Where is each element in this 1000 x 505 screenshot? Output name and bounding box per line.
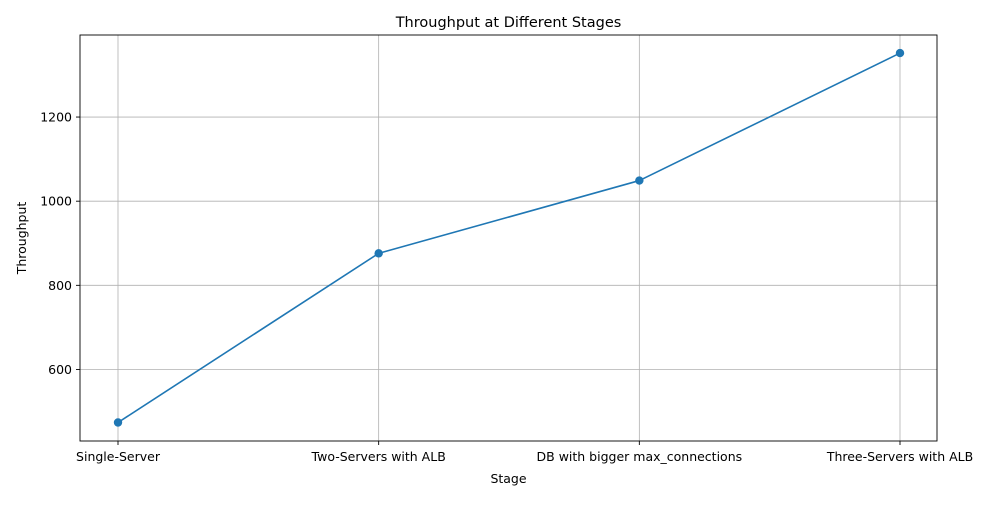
x-tick-label: Three-Servers with ALB	[826, 449, 973, 464]
data-point	[635, 176, 644, 185]
plot-area-frame	[79, 34, 938, 442]
data-point	[113, 418, 123, 427]
grid-lines	[80, 35, 937, 441]
x-axis-label: Stage	[490, 471, 526, 486]
y-tick-label: 1200	[40, 110, 72, 125]
x-tick-label: DB with bigger max_connections	[537, 449, 743, 464]
x-axis-ticks: Single-Server Two-Servers with ALB DB with…	[76, 441, 973, 464]
series-layer	[113, 48, 905, 427]
y-axis-ticks: 600 800 1000 1200	[40, 110, 80, 377]
data-point	[374, 249, 383, 258]
y-tick-label: 1000	[40, 194, 72, 209]
data-point	[895, 48, 905, 58]
chart-title: Throughput at Different Stages	[395, 15, 622, 31]
y-axis-label: Throughput	[14, 202, 29, 276]
series-line	[117, 52, 901, 424]
x-tick-label: Single-Server	[76, 449, 161, 464]
y-tick-label: 800	[48, 278, 72, 293]
x-tick-label: Two-Servers with ALB	[311, 449, 446, 464]
y-tick-label: 600	[48, 362, 72, 377]
